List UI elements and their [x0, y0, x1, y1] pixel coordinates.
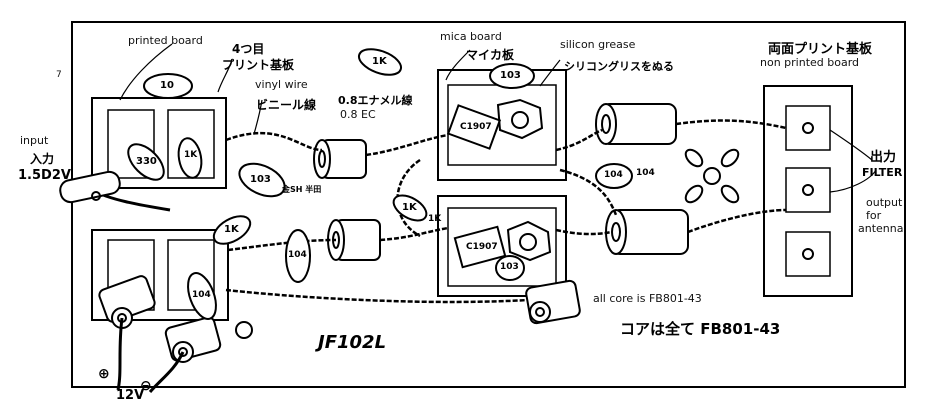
transistor-top-value: C1907	[460, 122, 492, 132]
filter-node	[703, 167, 721, 185]
capacitor-104-right	[595, 163, 633, 189]
capacitor-103-mid-value: 103	[500, 262, 519, 272]
printed-board-lower	[91, 229, 229, 321]
double-sided-jp-label: 両面プリント基板	[768, 42, 873, 57]
resistor-1k-left	[212, 215, 252, 245]
output-antenna-line3: antenna	[858, 222, 904, 235]
resistor-1k-center-value: 1K	[402, 202, 417, 213]
capacitor-103-top	[489, 63, 535, 89]
input-jp-label: 入力	[30, 152, 55, 166]
ferrite-core-4	[605, 209, 689, 255]
power-wire-1	[116, 317, 124, 391]
resistor-1k-top	[357, 48, 403, 76]
non-printed-board-label: non printed board	[760, 56, 860, 69]
ferrite-core-6	[164, 316, 222, 363]
resistor-1k-mid2-value: 1K	[428, 214, 442, 224]
capacitor-104-low	[187, 272, 217, 320]
vinyl-wire-label: vinyl wire	[255, 78, 308, 91]
capacitor-103-left-value: 103	[250, 174, 271, 185]
capacitor-103-top-value: 103	[500, 70, 521, 81]
minus-terminal-icon: ⊖	[140, 378, 152, 394]
input-cable-label: 1.5D2V	[18, 168, 71, 183]
resistor-10	[143, 73, 193, 99]
capacitor-103-left	[238, 162, 286, 198]
ferrite-core-3	[595, 103, 677, 145]
mica-board-label: mica board	[440, 30, 502, 43]
core-jp-label: コアは全て FB801-43	[620, 320, 781, 338]
printed-board-label: printed board	[128, 34, 203, 47]
resistor-1k-rb-value: 1K	[184, 150, 198, 160]
transistor-bottom	[506, 220, 552, 262]
transistor-top	[496, 98, 544, 140]
ferrite-core-1	[313, 139, 367, 179]
board4-label-line2: プリント基板	[222, 58, 295, 72]
power-wire-2	[148, 351, 185, 393]
capacitor-104-d-value: 104	[636, 168, 655, 178]
resistor-1k-center	[392, 194, 428, 222]
mark-seven: 7	[56, 70, 62, 80]
resistor-10-value: 10	[160, 80, 174, 91]
resistor-1k-top-value: 1K	[372, 56, 387, 67]
resistor-1k-rb	[177, 137, 203, 179]
solder-label: 金SH 半田	[282, 185, 322, 194]
resistor-330-value: 330	[136, 156, 157, 167]
input-label: input	[20, 134, 49, 147]
ferrite-core-7	[525, 279, 581, 325]
board4-label-line1: 4つ目	[232, 42, 265, 56]
capacitor-104-right-value: 104	[604, 170, 623, 180]
resistor-330	[127, 143, 165, 181]
output-jp-label: 出力	[870, 150, 897, 165]
power-label: 12V	[116, 388, 145, 403]
output-antenna-line2: for	[866, 209, 882, 222]
capacitor-104-mid-value: 104	[288, 250, 307, 260]
output-antenna-line1: output	[866, 196, 903, 209]
enamel-label: 0.8 EC	[340, 108, 376, 121]
mica-jp-label: マイカ板	[466, 48, 515, 62]
silicon-jp-label: シリコングリスをぬる	[564, 60, 674, 73]
filter-label: FILTER	[862, 166, 903, 179]
resistor-1k-left-value: 1K	[224, 224, 239, 235]
plus-terminal-icon: ⊕	[98, 366, 110, 382]
enamel-jp-label: 0.8エナメル線	[338, 94, 413, 107]
transistor-bottom-value: C1907	[466, 242, 498, 252]
model-label: JF102L	[318, 332, 387, 353]
vinyl-wire-jp-label: ビニール線	[256, 98, 317, 112]
capacitor-104-low-value: 104	[192, 290, 211, 300]
capacitor-104-mid	[285, 229, 311, 283]
non-printed-board	[763, 85, 853, 297]
chassis-board	[71, 21, 906, 388]
silicon-grease-label: silicon grease	[560, 38, 636, 51]
all-core-label: all core is FB801-43	[593, 292, 702, 305]
mica-board-lower	[437, 195, 567, 297]
